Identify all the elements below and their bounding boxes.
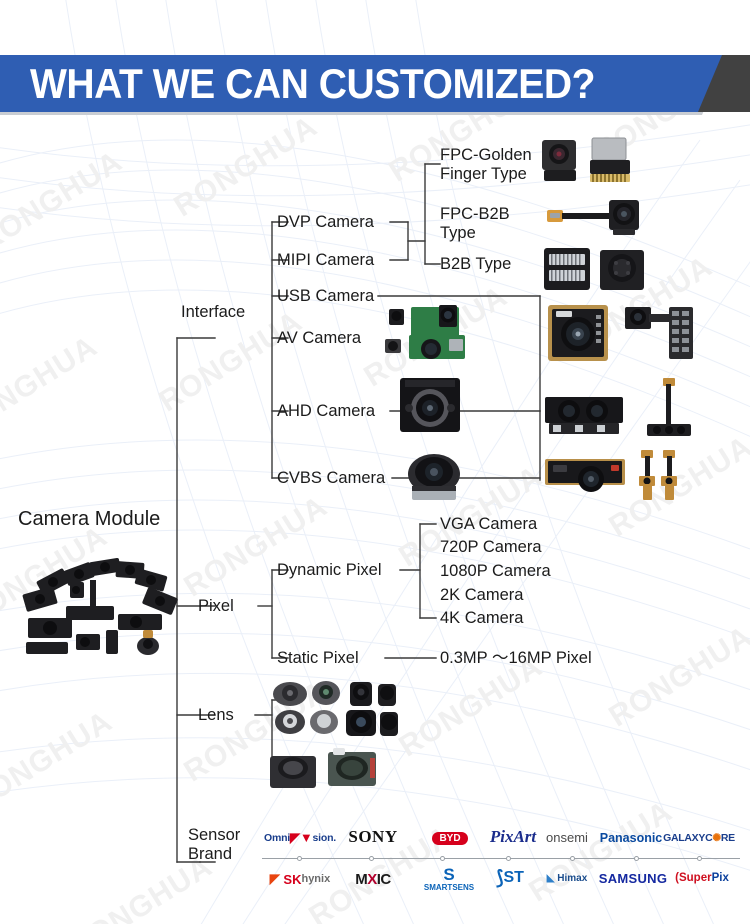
node-pixel[interactable]: Pixel bbox=[198, 597, 234, 615]
node-ahd-camera[interactable]: AHD Camera bbox=[277, 402, 376, 420]
node-mipi-camera[interactable]: MIPI Camera bbox=[277, 251, 375, 269]
node-camera-module[interactable]: Camera Module bbox=[18, 508, 161, 530]
page-title: WHAT WE CAN CUSTOMIZED? bbox=[30, 60, 596, 107]
node-fpc-b2b-type[interactable]: FPC-B2B Type bbox=[440, 205, 510, 243]
photo-camera-module-cluster bbox=[22, 558, 178, 655]
pixart-logo[interactable]: PixArt bbox=[489, 827, 537, 846]
node-lens[interactable]: Lens bbox=[198, 706, 234, 724]
omnivision-v-icon: ◤▼ bbox=[290, 830, 313, 845]
sony-logo[interactable]: SONY bbox=[348, 827, 398, 846]
banner-shape bbox=[0, 55, 722, 112]
node-720p-camera[interactable]: 720P Camera bbox=[440, 538, 542, 556]
node-static-pixel[interactable]: Static Pixel bbox=[277, 649, 359, 667]
st-swirl-icon: ⟆ bbox=[496, 867, 504, 889]
photo-twin-flex-strips bbox=[639, 450, 677, 500]
photo-av-cameras bbox=[385, 305, 465, 359]
node-fpc-golden-finger-type[interactable]: FPC-Golden Finger Type bbox=[440, 146, 532, 184]
photo-usb-flex-module bbox=[625, 307, 693, 359]
galaxycore-logo[interactable]: GALAXYC✺RE bbox=[663, 832, 735, 844]
skhynix-flag-icon: ◤ bbox=[269, 871, 280, 886]
node-dynamic-pixel[interactable]: Dynamic Pixel bbox=[277, 561, 382, 579]
onsemi-logo[interactable]: onsemi bbox=[546, 829, 588, 845]
brand-divider-dot bbox=[369, 856, 374, 861]
photo-lens-holders bbox=[270, 748, 376, 788]
superpix-swoosh-icon: ( bbox=[675, 872, 679, 884]
brand-divider-dot bbox=[634, 856, 639, 861]
photo-dual-lens-module bbox=[545, 397, 623, 434]
photo-long-flex-module bbox=[647, 378, 691, 436]
galaxycore-gear-icon: ✺ bbox=[712, 832, 721, 844]
brand-divider-dot bbox=[697, 856, 702, 861]
brand-divider-dot bbox=[506, 856, 511, 861]
photo-cvbs-dome-camera bbox=[408, 454, 460, 500]
node-sensor-brand[interactable]: Sensor Brand bbox=[188, 826, 268, 865]
samsung-logo[interactable]: SAMSUNG bbox=[598, 870, 668, 886]
st-logo[interactable]: ⟆ST bbox=[496, 867, 524, 889]
himax-logo[interactable]: ◣ Himax bbox=[546, 872, 588, 884]
node-usb-camera[interactable]: USB Camera bbox=[277, 287, 375, 305]
smartsens-s-icon: S bbox=[443, 864, 455, 884]
photo-cvbs-board-module bbox=[545, 459, 625, 492]
page-header: WHAT WE CAN CUSTOMIZED? bbox=[0, 0, 750, 125]
node-dvp-camera[interactable]: DVP Camera bbox=[277, 213, 374, 231]
panasonic-logo[interactable]: Panasonic bbox=[599, 831, 663, 845]
node-sensor-brand-line1: Sensor bbox=[188, 826, 241, 844]
node-2k-camera[interactable]: 2K Camera bbox=[440, 586, 524, 604]
himax-wave-icon: ◣ bbox=[546, 872, 555, 884]
photo-b2b-modules bbox=[544, 248, 644, 290]
node-sensor-brand-line2: Brand bbox=[188, 845, 233, 864]
node-static-pixel-range[interactable]: 0.3MP ～16MP Pixel bbox=[440, 649, 592, 667]
brand-divider-line bbox=[262, 858, 740, 859]
node-1080p-camera[interactable]: 1080P Camera bbox=[440, 562, 551, 580]
omnivision-logo[interactable]: Omni◤▼sion. bbox=[263, 830, 337, 845]
node-vga-camera[interactable]: VGA Camera bbox=[440, 515, 538, 533]
node-cvbs-camera[interactable]: CVBS Camera bbox=[277, 469, 386, 487]
brand-divider-dot bbox=[440, 856, 445, 861]
photo-lens-group bbox=[273, 681, 398, 736]
photo-usb-camera-board bbox=[548, 305, 608, 361]
node-interface[interactable]: Interface bbox=[181, 303, 246, 321]
brand-divider-dot bbox=[297, 856, 302, 861]
photo-ahd-camera-board bbox=[400, 378, 460, 432]
node-4k-camera[interactable]: 4K Camera bbox=[440, 609, 524, 627]
node-av-camera[interactable]: AV Camera bbox=[277, 329, 362, 347]
brand-divider-dot bbox=[570, 856, 575, 861]
byd-logo[interactable]: BYD bbox=[420, 828, 480, 848]
photo-fpc-golden-finger-modules bbox=[542, 137, 630, 182]
photo-fpc-b2b-module bbox=[547, 200, 639, 235]
node-b2b-type[interactable]: B2B Type bbox=[440, 255, 512, 273]
